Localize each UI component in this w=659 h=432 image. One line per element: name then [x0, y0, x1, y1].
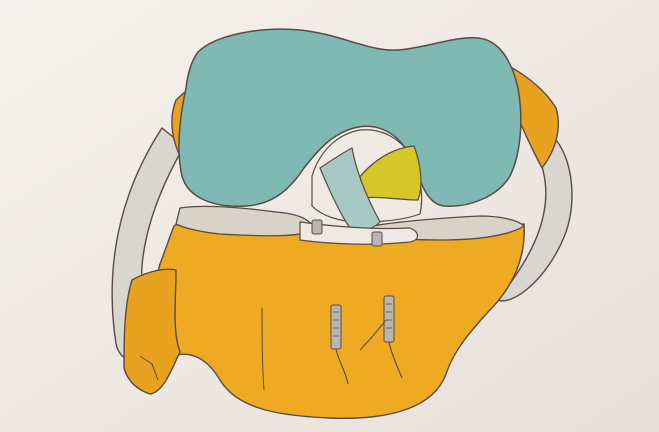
screw-icon	[372, 232, 382, 246]
screw-icon	[312, 220, 322, 234]
screw-icon	[384, 296, 394, 342]
